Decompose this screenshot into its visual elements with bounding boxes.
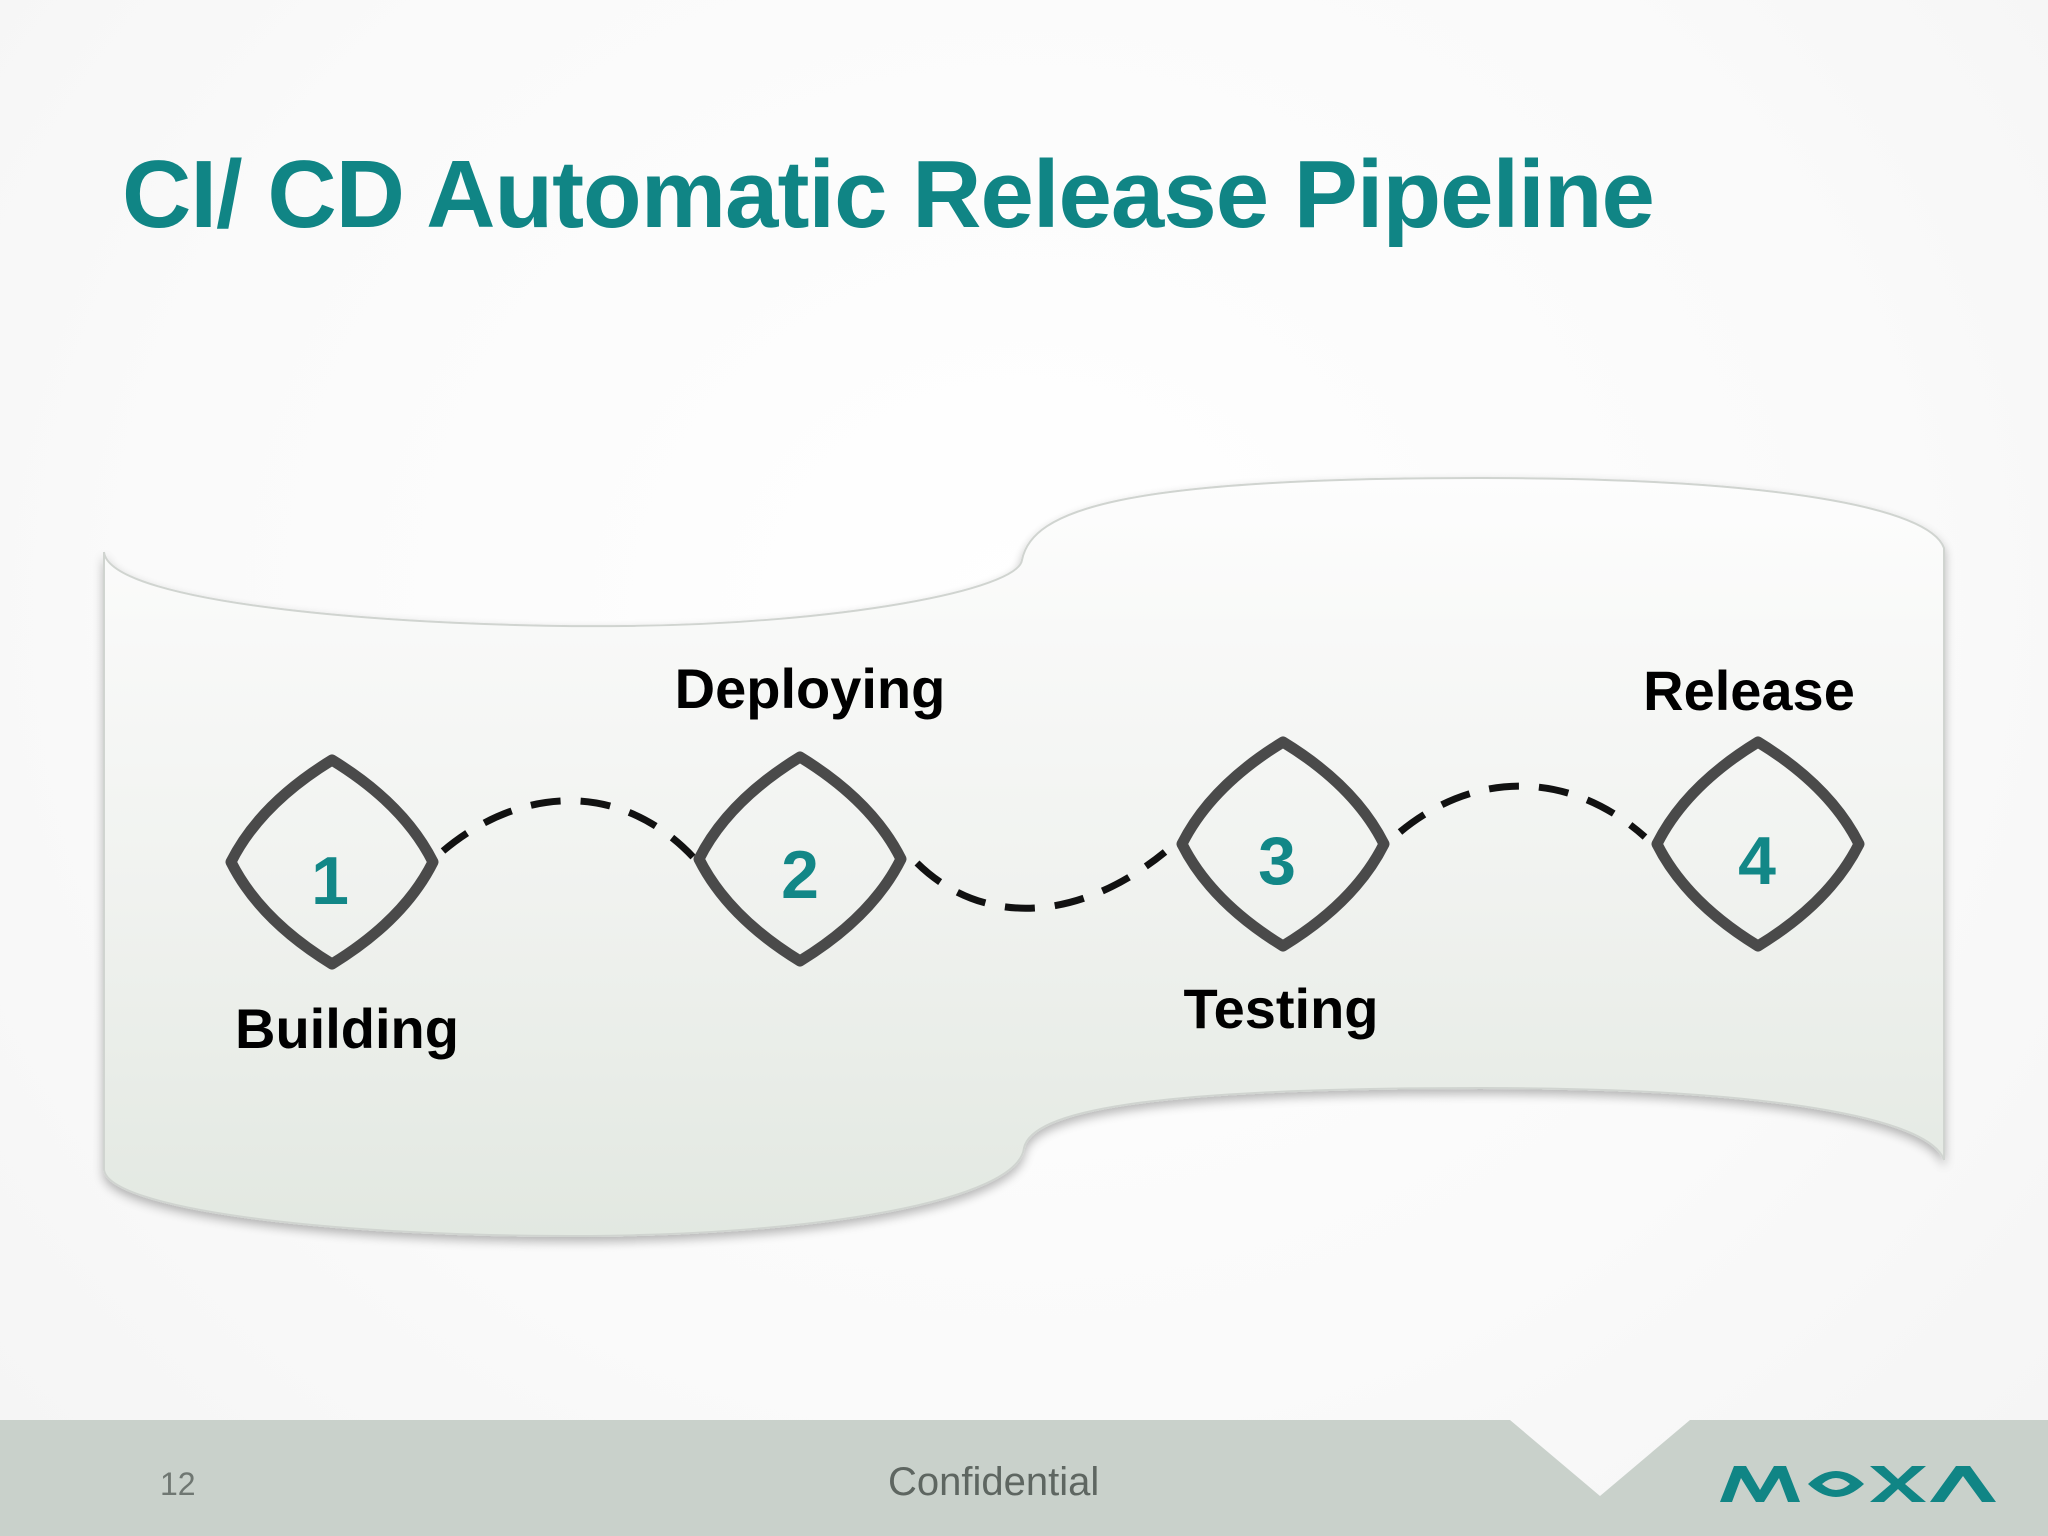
slide-title: CI/ CD Automatic Release Pipeline xyxy=(122,141,1655,248)
stage-3-number: 3 xyxy=(1258,823,1296,899)
footer-confidential: Confidential xyxy=(888,1460,1100,1504)
stage-4-number: 4 xyxy=(1738,823,1776,899)
rounded-diamond-icon xyxy=(1651,736,1865,952)
moxa-logo xyxy=(1720,1466,1996,1502)
rounded-diamond-icon xyxy=(1176,736,1390,952)
connector-2-3 xyxy=(914,849,1168,912)
stage-1-label: Building xyxy=(235,997,459,1060)
stage-2-label: Deploying xyxy=(675,657,946,720)
rounded-diamond-icon xyxy=(225,754,439,970)
footer-band xyxy=(0,1420,2048,1536)
rounded-diamond-icon xyxy=(693,751,907,967)
wavy-banner xyxy=(103,476,1945,1238)
stage-3-label: Testing xyxy=(1184,977,1379,1040)
stage-2-number: 2 xyxy=(781,837,819,913)
stage-4-label: Release xyxy=(1643,659,1855,722)
page-number: 12 xyxy=(160,1466,196,1502)
stage-1-number: 1 xyxy=(311,843,349,919)
